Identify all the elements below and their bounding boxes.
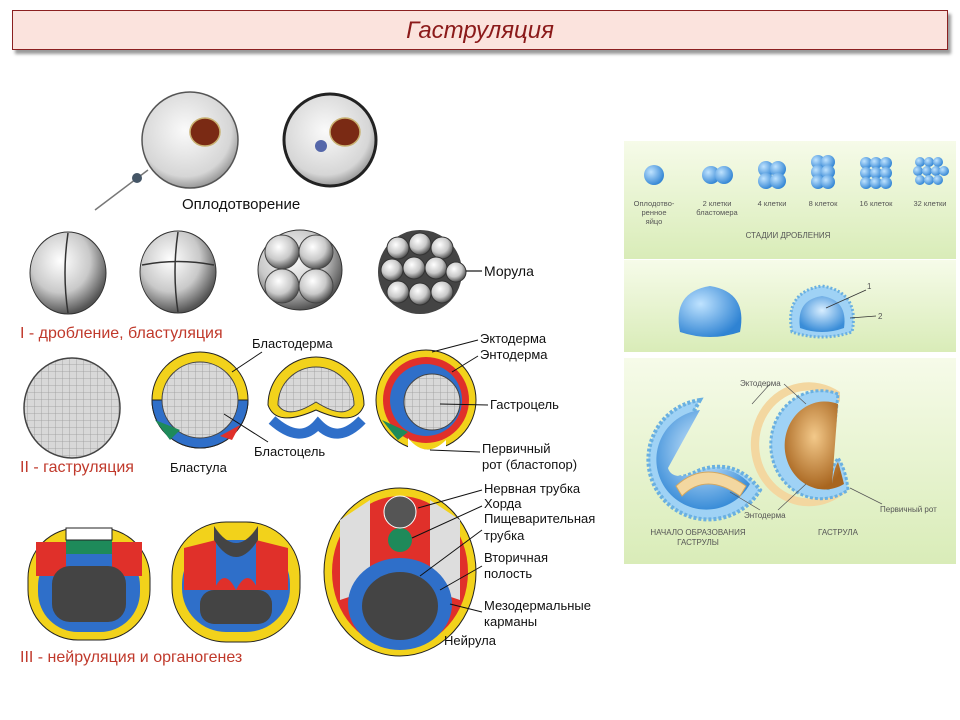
label-digestive-tube-1: Пищеварительная (484, 511, 595, 526)
cleavage-cell-6: 32 клетки (914, 199, 947, 208)
cleavage-stages-panel (624, 141, 956, 259)
page-title: Гаструляция (406, 17, 554, 44)
neurula-illustration (27, 487, 477, 657)
label-stage-1: I - дробление, бластуляция (20, 325, 223, 342)
label-endoderm: Энтодерма (480, 347, 548, 362)
gastrula-label: ГАСТРУЛА (818, 528, 859, 537)
gastrula-ectoderm: Эктодерма (740, 379, 781, 388)
label-gastrocoel: Гастроцель (490, 397, 559, 412)
cleavage-cell-2-line-2: бластомера (696, 208, 738, 217)
label-mesoderm-pockets-1: Мезодермальные (484, 598, 591, 613)
cleavage-cell-1-line-1: Оплодотво- (634, 199, 675, 208)
label-blastocoel: Бластоцель (254, 444, 325, 459)
label-neural-tube: Нервная трубка (484, 481, 581, 496)
gastrula-start-line-2: ГАСТРУЛЫ (677, 538, 719, 547)
cleavage-cell-3: 4 клетки (758, 199, 787, 208)
title-bar: Гаструляция (12, 10, 948, 50)
cleavage-caption: СТАДИИ ДРОБЛЕНИЯ (746, 231, 831, 240)
blastula-mark-2: 2 (878, 312, 883, 321)
label-primary-mouth-2: рот (бластопор) (482, 457, 577, 472)
cleavage-cell-5: 16 клеток (860, 199, 894, 208)
label-digestive-tube-2: трубка (484, 528, 525, 543)
blastula-mark-1: 1 (867, 282, 872, 291)
label-secondary-cavity-2: полость (484, 566, 532, 581)
cleavage-cell-4: 8 клеток (809, 199, 838, 208)
label-blastula: Бластула (170, 460, 228, 475)
label-chord: Хорда (484, 496, 522, 511)
label-secondary-cavity-1: Вторичная (484, 550, 548, 565)
label-blastoderm: Бластодерма (252, 336, 333, 351)
cleavage-cell-1-line-2: ренное (642, 208, 667, 217)
label-ectoderm: Эктодерма (480, 331, 547, 346)
label-fertilization: Оплодотворение (182, 196, 300, 213)
gastrula-endoderm: Энтодерма (744, 511, 786, 520)
gastrula-primary-mouth: Первичный рот (880, 505, 937, 514)
label-neirula: Нейрула (444, 633, 497, 648)
label-primary-mouth-1: Первичный (482, 441, 551, 456)
fertilization-illustration (94, 91, 378, 211)
blastula-illustration (23, 349, 477, 459)
cleavage-cell-1-line-3: яйцо (646, 217, 663, 226)
cleavage-illustration (29, 229, 467, 315)
cleavage-cell-2-line-1: 2 клетки (703, 199, 732, 208)
label-stage-2: II - гаструляция (20, 459, 134, 476)
blastula-panel (624, 260, 956, 352)
gastrula-start-line-1: НАЧАЛО ОБРАЗОВАНИЯ (650, 528, 745, 537)
gastrula-panel (624, 358, 956, 564)
label-mesoderm-pockets-2: карманы (484, 614, 537, 629)
label-stage-3: III - нейруляция и органогенез (20, 649, 242, 666)
label-morula: Морула (484, 263, 534, 279)
